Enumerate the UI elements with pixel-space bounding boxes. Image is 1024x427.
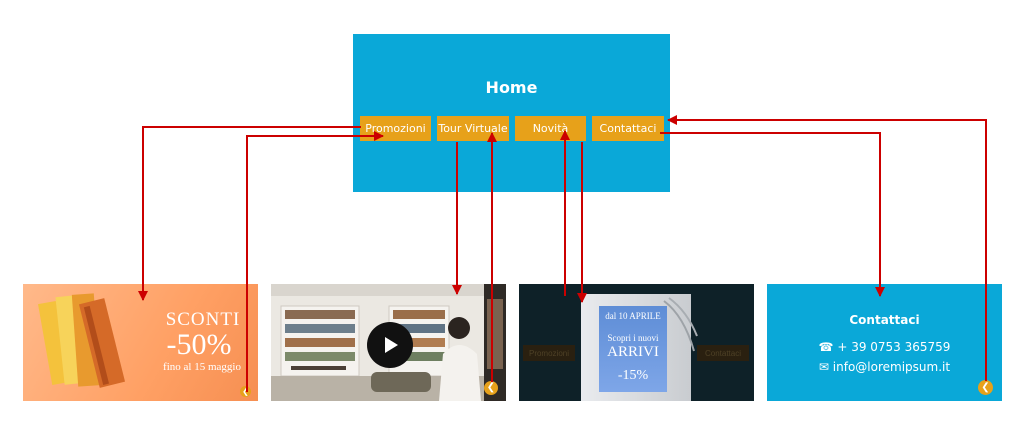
back-arrow-icon[interactable]: ❮ [484, 381, 498, 395]
play-icon [385, 337, 398, 353]
promo-note: fino al 15 maggio [163, 361, 241, 373]
contact-title: Contattaci [849, 313, 920, 327]
contact-email-row: ✉ info@loremipsum.it [767, 360, 1002, 374]
promo-discount: -50% [166, 328, 232, 361]
books-illustration [38, 293, 126, 388]
envelope-icon: ✉ [818, 360, 829, 374]
novita-headline: ARRIVI [607, 344, 659, 360]
nav-button-tour-virtuale[interactable]: Tour Virtuale [437, 116, 509, 141]
promo-headline: SCONTI [165, 309, 241, 330]
plant-shadow [663, 297, 698, 352]
arrow-contattaci-to-panel [660, 132, 885, 297]
nav-button-contattaci[interactable]: Contattaci [592, 116, 664, 141]
novita-book: dal 10 APRILE Scopri i nuovi ARRIVI -15% [599, 306, 667, 392]
contact-panel: Contattaci ☎ + 39 0753 365759 ✉ info@lor… [767, 284, 1002, 401]
arrow-promozioni-to-panel [138, 126, 361, 301]
contact-email[interactable]: info@loremipsum.it [832, 360, 951, 374]
promo-panel: SCONTI -50% fino al 15 maggio ❮ [23, 284, 258, 401]
novita-button-contattaci[interactable]: Contattaci [697, 345, 749, 361]
novita-line1: Scopri i nuovi [607, 333, 659, 343]
arrow-panel1-back [246, 131, 384, 392]
library-photo [271, 284, 506, 401]
tour-panel: ❮ [271, 284, 506, 401]
contact-phone-row: ☎ + 39 0753 365759 [767, 340, 1002, 354]
contact-phone[interactable]: + 39 0753 365759 [837, 340, 951, 354]
novita-discount: -15% [617, 368, 649, 383]
back-arrow-icon[interactable]: ❮ [240, 386, 251, 397]
arrow-panel4-back [667, 115, 987, 381]
novita-button-promozioni[interactable]: Promozioni [523, 345, 575, 361]
play-button[interactable] [367, 322, 413, 368]
back-arrow-icon[interactable]: ❮ [978, 380, 993, 395]
novita-date: dal 10 APRILE [605, 311, 661, 321]
novita-panel: dal 10 APRILE Scopri i nuovi ARRIVI -15%… [519, 284, 754, 401]
home-panel: Home Promozioni Tour Virtuale Novità Con… [353, 34, 670, 192]
nav-button-novita[interactable]: Novità [515, 116, 586, 141]
home-title: Home [485, 78, 538, 97]
phone-icon: ☎ [818, 340, 834, 354]
